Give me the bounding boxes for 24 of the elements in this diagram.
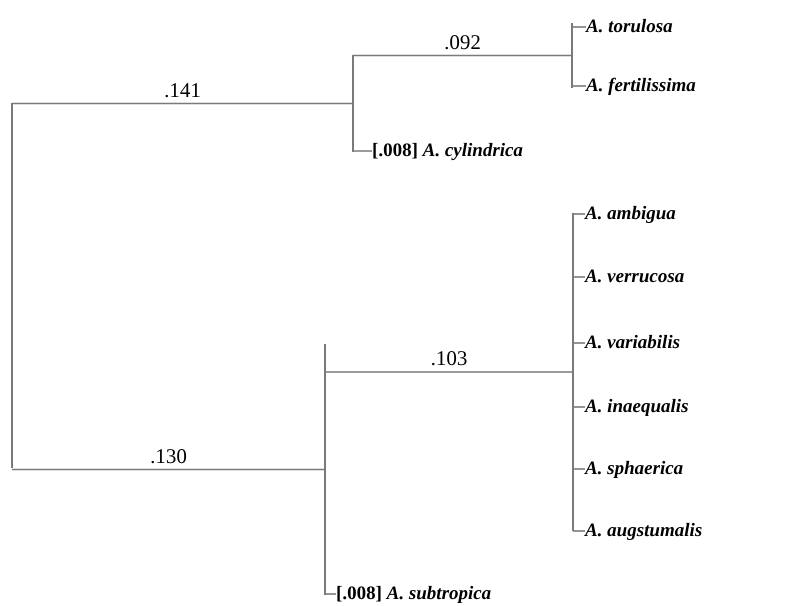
- branch-line: [325, 371, 573, 373]
- branch-line: [573, 468, 585, 470]
- branch-line: [12, 468, 325, 470]
- branch-line: [573, 276, 585, 278]
- branch-line: [325, 593, 336, 595]
- branch-line: [573, 342, 585, 344]
- species-label: A. verrucosa: [585, 265, 684, 289]
- branch-line: [353, 54, 572, 56]
- species-label: A. variabilis: [585, 331, 680, 355]
- species-label: A. torulosa: [586, 15, 673, 39]
- species-label: A. augstumalis: [585, 519, 702, 543]
- species-label: [.008] A. cylindrica: [372, 139, 523, 163]
- branch-line: [572, 85, 586, 87]
- species-label: A. ambigua: [585, 202, 676, 226]
- branch-line: [573, 406, 585, 408]
- branch-line: [573, 213, 585, 215]
- branch-line: [12, 102, 353, 104]
- species-label: A. sphaerica: [585, 457, 684, 481]
- branch-line: [353, 150, 372, 152]
- branch-line: [573, 530, 585, 532]
- species-label: A. fertilissima: [586, 74, 696, 98]
- species-label: A. inaequalis: [585, 395, 688, 419]
- species-label: [.008] A. subtropica: [336, 582, 492, 606]
- branch-line: [572, 26, 586, 28]
